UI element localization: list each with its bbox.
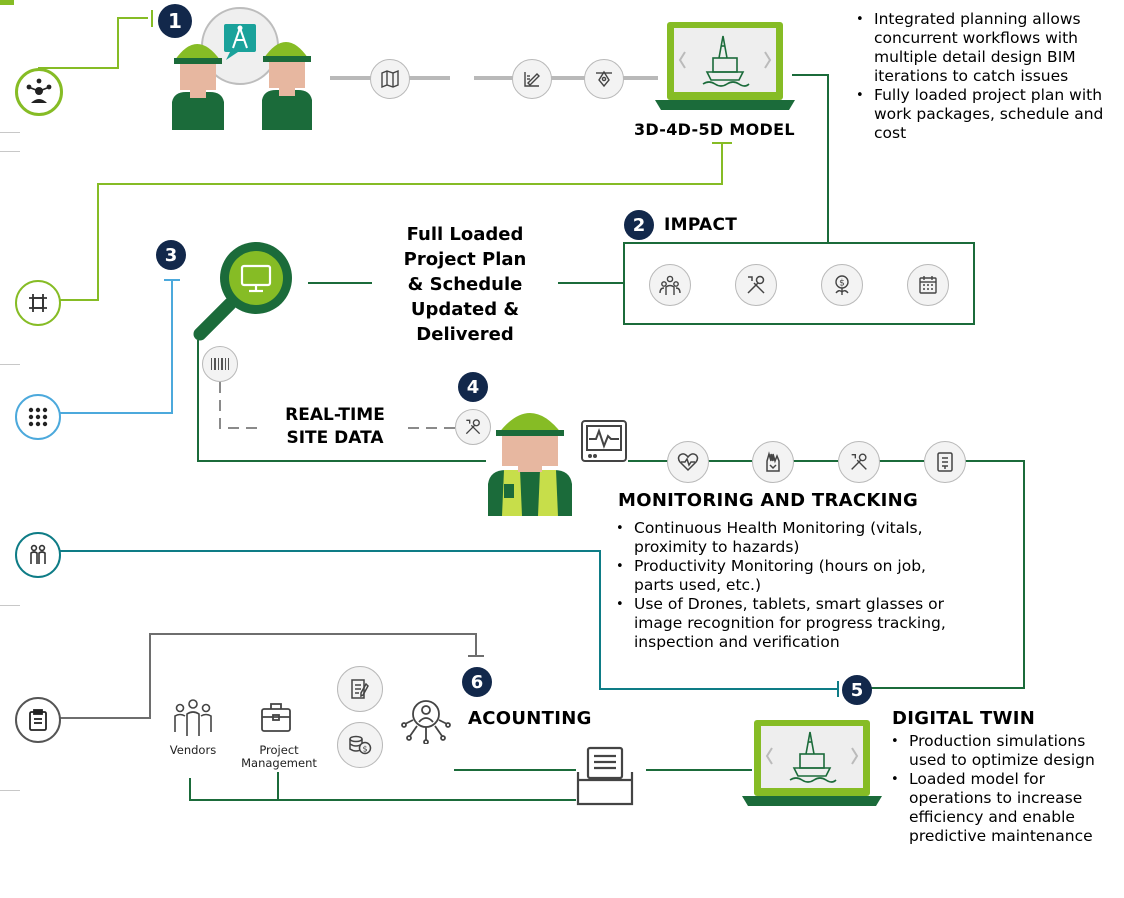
inbox-tray-icon: [574, 746, 636, 808]
bullet: Integrated planning allows concurrent wo…: [852, 10, 1114, 86]
step-2-badge: 2: [624, 210, 654, 240]
repair-tools-icon[interactable]: [838, 441, 880, 483]
bullet: Continuous Health Monitoring (vitals, pr…: [612, 519, 968, 557]
hand-safety-icon[interactable]: [752, 441, 794, 483]
step-6-badge: 6: [462, 667, 492, 697]
calendar-icon[interactable]: [907, 264, 949, 306]
bullet: Production simulations used to optimize …: [887, 732, 1115, 770]
bullet: Use of Drones, tablets, smart glasses or…: [612, 595, 968, 652]
digital-twin-title: DIGITAL TWIN: [892, 708, 1036, 729]
bullet: Fully loaded project plan with work pack…: [852, 86, 1114, 143]
monitoring-bullets: Continuous Health Monitoring (vitals, pr…: [612, 519, 968, 652]
drafting-tools-icon[interactable]: [512, 59, 552, 99]
worker-illustration: [488, 398, 572, 516]
plan-delivered-text: Full Loaded Project Plan & Schedule Upda…: [372, 222, 558, 347]
pen-tool-icon[interactable]: [584, 59, 624, 99]
step-4-badge: 4: [458, 372, 488, 402]
svg-text:$: $: [839, 279, 845, 289]
site-data-line: REAL-TIME: [285, 405, 385, 425]
digital-twin-bullets: Production simulations used to optimize …: [887, 732, 1115, 846]
team-icon[interactable]: [649, 264, 691, 306]
bullet: Productivity Monitoring (hours on job, p…: [612, 557, 968, 595]
step-1-badge: 1: [158, 4, 192, 38]
accounting-title: ACOUNTING: [468, 708, 592, 729]
plan-text-line: & Schedule: [407, 274, 523, 295]
people-icon[interactable]: [15, 532, 61, 578]
vendors-icon[interactable]: [172, 698, 214, 738]
plan-text-line: Delivered: [416, 324, 514, 345]
clipboard-icon[interactable]: [15, 697, 61, 743]
site-data-line: SITE DATA: [286, 428, 384, 448]
vendors-label: Vendors: [169, 743, 217, 757]
money-plant-icon[interactable]: $: [821, 264, 863, 306]
impact-title: IMPACT: [664, 215, 738, 235]
edge-tick: [0, 364, 20, 365]
tools-icon[interactable]: [735, 264, 777, 306]
magnifier-monitor-illustration: [190, 236, 312, 344]
heart-rate-icon[interactable]: [667, 441, 709, 483]
map-icon[interactable]: [370, 59, 410, 99]
model-label: 3D-4D-5D MODEL: [634, 120, 795, 139]
step-3-badge: 3: [156, 240, 186, 270]
project-management-label: Project Management: [241, 743, 317, 770]
step1-bullets: Integrated planning allows concurrent wo…: [852, 10, 1114, 143]
edge-tick: [0, 605, 20, 606]
site-data-label: REAL-TIME SITE DATA: [262, 404, 408, 450]
user-network-icon[interactable]: [400, 694, 452, 745]
briefcase-icon[interactable]: [258, 699, 294, 735]
step-5-badge: 5: [842, 675, 872, 705]
document-edit-icon[interactable]: [337, 666, 383, 712]
svg-text:$: $: [362, 745, 367, 754]
barcode-scan-icon[interactable]: [202, 346, 238, 382]
edge-tick: [0, 132, 20, 133]
coins-icon[interactable]: $: [337, 722, 383, 768]
inventory-tablet-icon[interactable]: [924, 441, 966, 483]
architects-illustration: [170, 6, 330, 130]
plan-text-line: Full Loaded: [406, 224, 524, 245]
laptop-oil-rig-model: [655, 20, 795, 112]
edge-tick: [0, 151, 20, 152]
edge-tick: [0, 790, 20, 791]
monitoring-title: MONITORING AND TRACKING: [618, 490, 919, 511]
network-user-icon[interactable]: [15, 68, 63, 116]
vitals-monitor-icon: [580, 419, 628, 465]
plan-text-line: Updated &: [410, 299, 520, 320]
laptop-digital-twin: [742, 718, 882, 810]
bullet: Loaded model for operations to increase …: [887, 770, 1115, 846]
frame-select-icon[interactable]: [15, 280, 61, 326]
plan-text-line: Project Plan: [403, 249, 527, 270]
wrench-screwdriver-icon[interactable]: [455, 409, 491, 445]
dot-grid-icon[interactable]: [15, 394, 61, 440]
